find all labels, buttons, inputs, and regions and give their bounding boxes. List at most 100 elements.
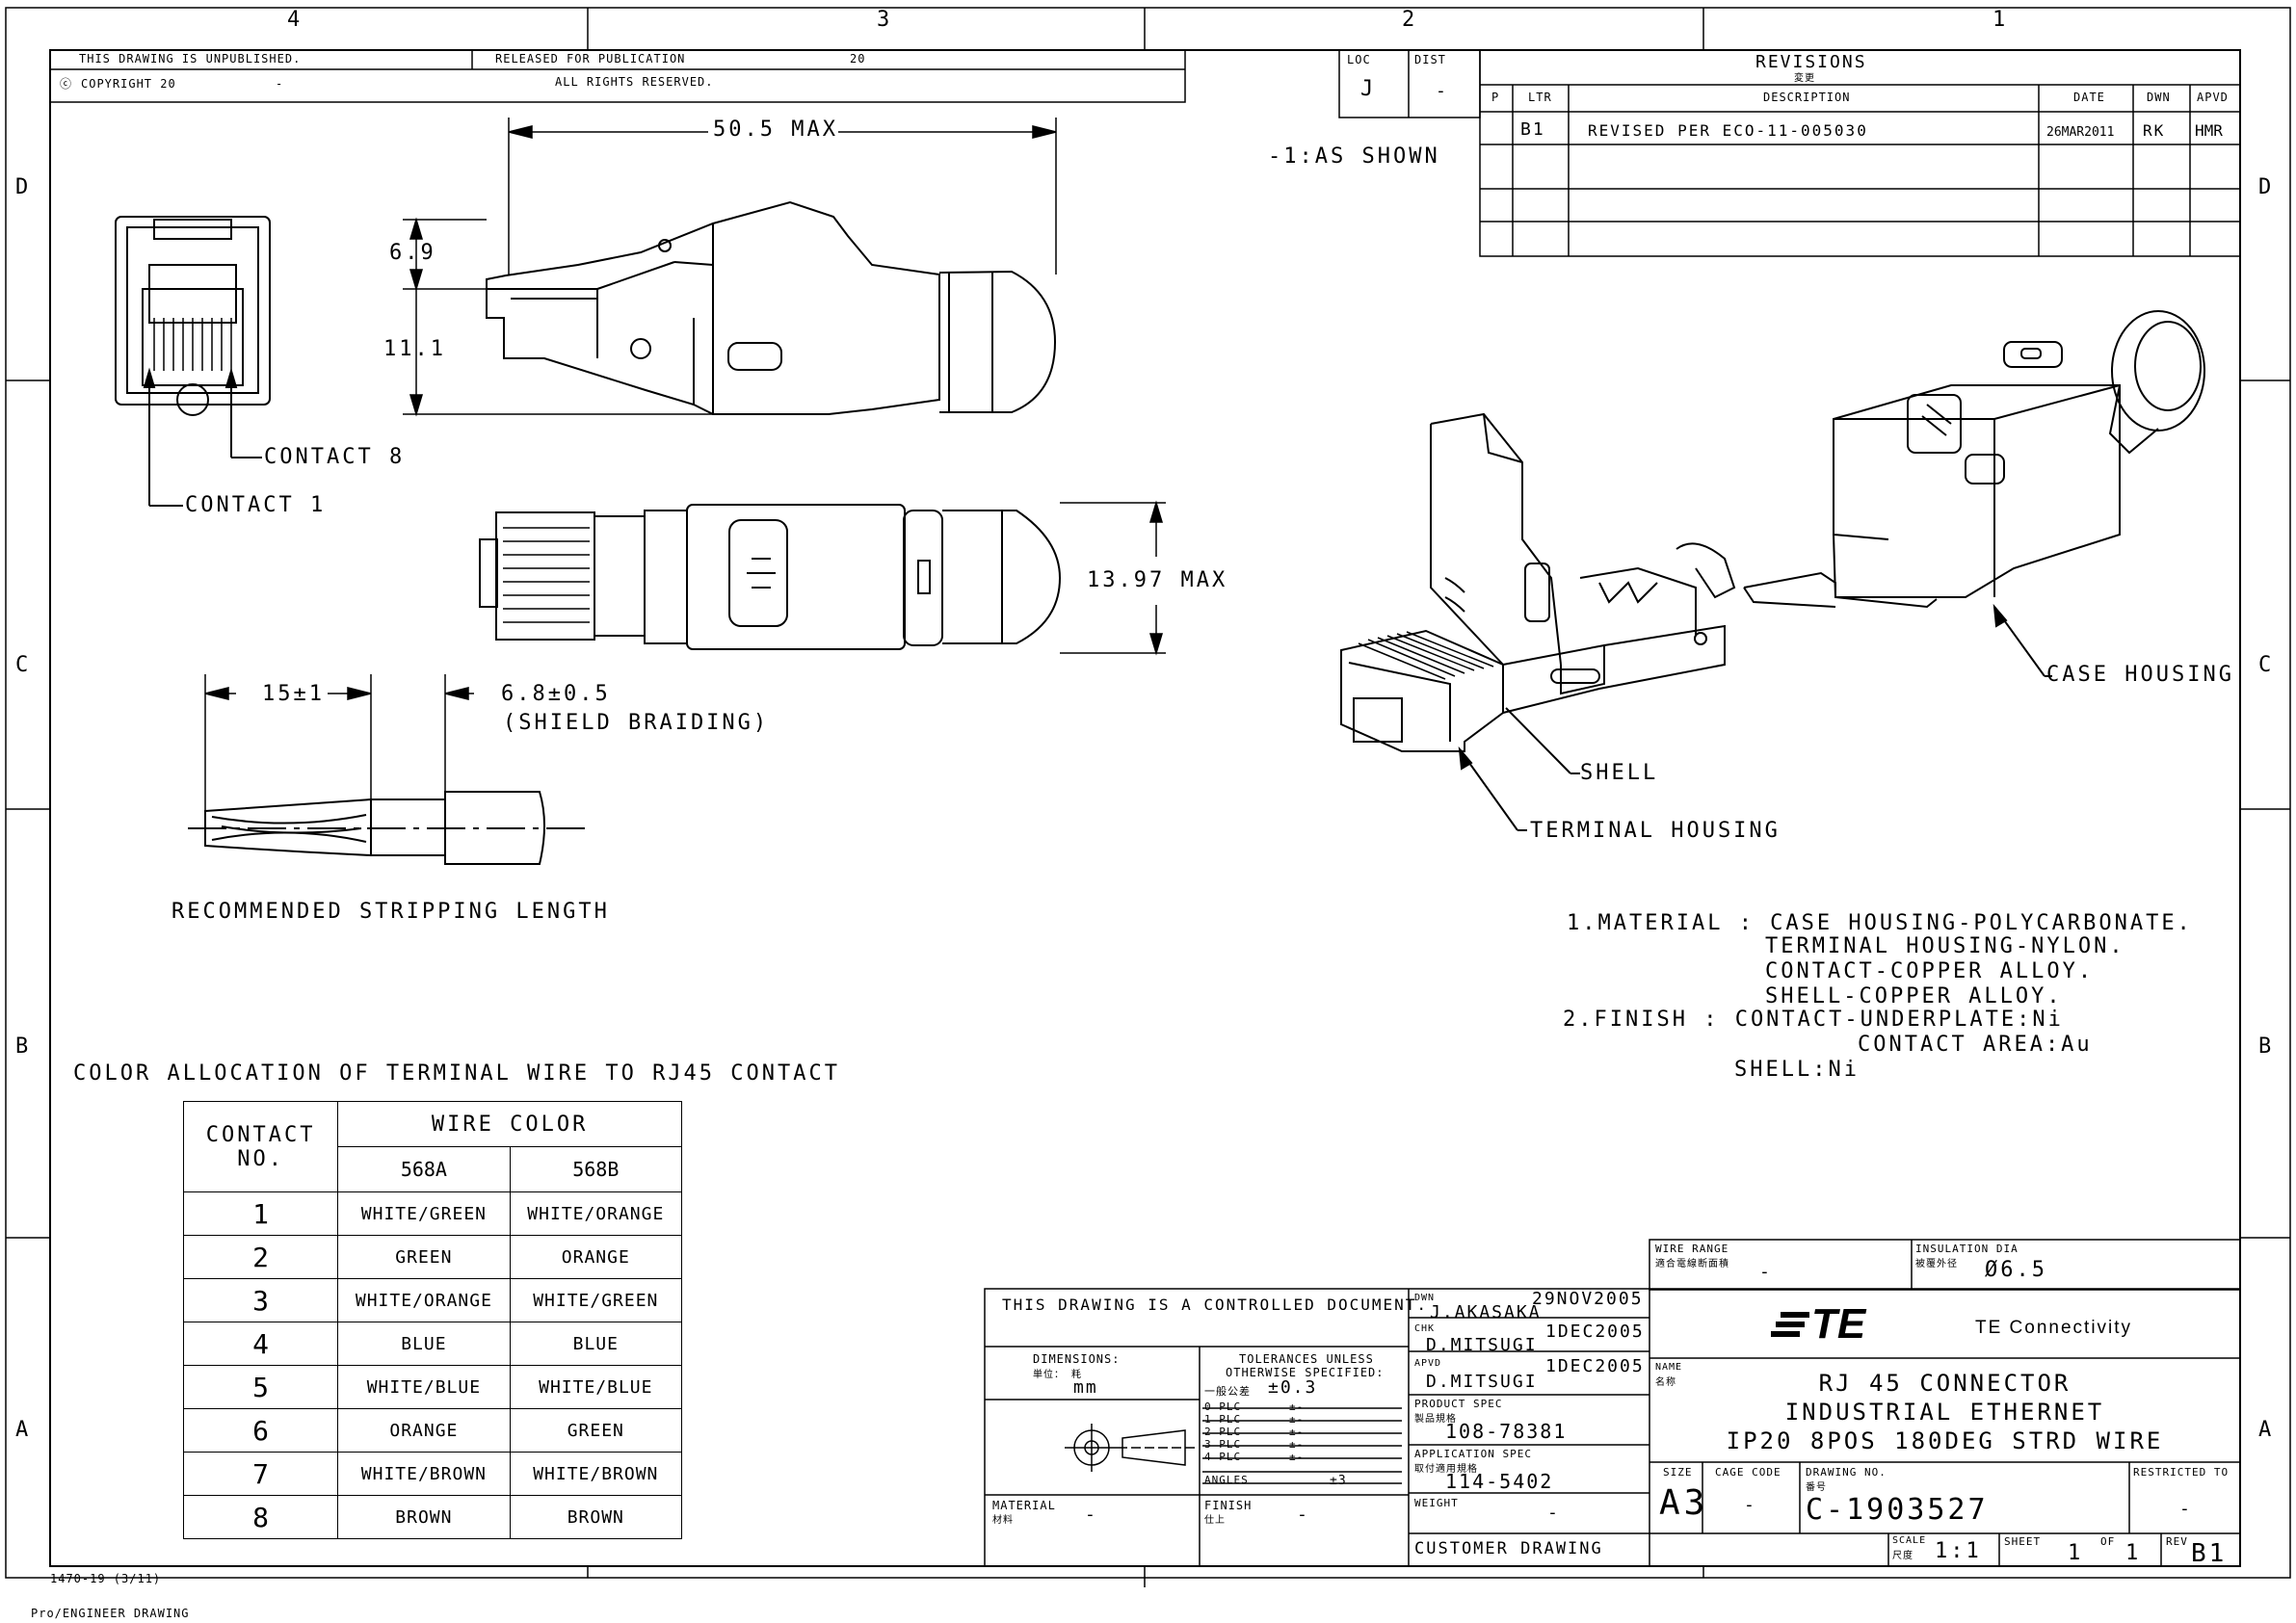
zone-label-top-2: 2	[1402, 8, 1418, 32]
dim-h1: 6.9	[389, 241, 436, 265]
scale-label: SCALE	[1892, 1535, 1927, 1546]
zone-label-right-C: C	[2258, 653, 2275, 677]
angles-label: ANGLES	[1204, 1474, 1249, 1486]
rev-label: REV	[2166, 1535, 2188, 1548]
zone-label-left-D: D	[15, 175, 32, 199]
note-terminal-housing: TERMINAL HOUSING-NYLON.	[1765, 934, 2125, 958]
isometric-view	[1340, 310, 2205, 831]
zone-label-top-1: 1	[1993, 8, 2009, 32]
wire-color-568b: WHITE/BROWN	[509, 1452, 683, 1496]
part-name-line-3: IP20 8POS 180DEG STRD WIRE	[1726, 1427, 2164, 1454]
apvd-name: D.MITSUGI	[1426, 1372, 1538, 1392]
note-contact-area: CONTACT AREA:Au	[1858, 1033, 2093, 1057]
part-name-line-2: INDUSTRIAL ETHERNET	[1784, 1399, 2105, 1426]
note-contact: CONTACT-COPPER ALLOY.	[1765, 959, 2095, 983]
tolerance-general: ±0.3	[1268, 1377, 1318, 1398]
apvd-date: 1DEC2005	[1545, 1356, 1645, 1376]
front-view	[115, 216, 271, 507]
te-logo: TE	[1811, 1300, 1866, 1348]
wire-color-568b: WHITE/ORANGE	[509, 1191, 683, 1236]
restricted-value: -	[2179, 1499, 2192, 1519]
tolerance-general-cn: 一般公差	[1204, 1385, 1251, 1398]
dim-width: 13.97 MAX	[1087, 568, 1228, 592]
wire-color-568a: ORANGE	[337, 1408, 511, 1453]
callout-case-housing: CASE HOUSING	[2046, 663, 2234, 687]
of-value: 1	[2125, 1541, 2142, 1565]
drawing-no-label: DRAWING NO.	[1806, 1466, 1887, 1479]
drawing-no-cn: 番号	[1806, 1482, 1827, 1493]
finish-label: FINISH	[1204, 1499, 1253, 1512]
scale-cn: 尺度	[1892, 1551, 1913, 1561]
tol-pm-3: ±-	[1289, 1438, 1305, 1451]
dwn-label: DWN	[1414, 1293, 1436, 1303]
tol-row-4: 4 PLC	[1204, 1451, 1242, 1463]
wire-color-568a: WHITE/GREEN	[337, 1191, 511, 1236]
material-value: -	[1085, 1505, 1097, 1525]
dist-label: DIST	[1414, 53, 1446, 66]
tolerance-label-2: OTHERWISE SPECIFIED:	[1226, 1366, 1385, 1379]
contact-no: 6	[182, 1408, 339, 1453]
note-shell-ni: SHELL:Ni	[1734, 1058, 1860, 1082]
wire-range-cn: 適合電線断面積	[1655, 1259, 1729, 1270]
sheet-value: 1	[2068, 1541, 2084, 1565]
copyright-dash: -	[276, 77, 284, 91]
contact-no: 1	[182, 1191, 339, 1236]
callout-contact-8: CONTACT 8	[264, 445, 406, 469]
color-table-head-contact: CONTACT NO.	[182, 1101, 339, 1192]
released-note: RELEASED FOR PUBLICATION	[495, 52, 686, 65]
customer-drawing: CUSTOMER DRAWING	[1414, 1539, 1603, 1558]
part-name-line-1: RJ 45 CONNECTOR	[1818, 1370, 2072, 1397]
header-box	[49, 49, 1186, 103]
product-spec-cn: 製品規格	[1414, 1414, 1457, 1425]
revisions-title-cn: 変更	[1794, 73, 1815, 84]
loc-value: J	[1360, 77, 1377, 101]
copyright-note: COPYRIGHT 20	[81, 77, 176, 91]
released-year: 20	[850, 52, 866, 65]
color-table-head-color: WIRE COLOR	[337, 1101, 682, 1147]
rights-note: ALL RIGHTS RESERVED.	[555, 75, 714, 89]
chk-label: CHK	[1414, 1323, 1436, 1334]
variant-note: -1:AS SHOWN	[1268, 144, 1440, 169]
note-shell: SHELL-COPPER ALLOY.	[1765, 984, 2063, 1008]
contact-no: 5	[182, 1365, 339, 1409]
rev-col-apvd: APVD	[2197, 91, 2229, 104]
wire-range-label: WIRE RANGE	[1655, 1243, 1729, 1255]
material-label: MATERIAL	[992, 1499, 1056, 1512]
wire-color-568b: WHITE/BLUE	[509, 1365, 683, 1409]
controlled-note: THIS DRAWING IS A CONTROLLED DOCUMENT.	[1002, 1296, 1429, 1314]
wire-color-568a: GREEN	[337, 1235, 511, 1279]
revisions-title: REVISIONS	[1755, 52, 1867, 72]
dimensions-label: DIMENSIONS:	[1033, 1352, 1121, 1366]
zone-label-right-A: A	[2258, 1418, 2275, 1442]
top-view	[479, 504, 1062, 650]
copyright-symbol-icon: ⓒ	[60, 77, 73, 91]
contact-no: 7	[182, 1452, 339, 1496]
strip-caption: RECOMMENDED STRIPPING LENGTH	[172, 900, 610, 924]
chk-name: D.MITSUGI	[1426, 1335, 1538, 1355]
note-material: 1.MATERIAL : CASE HOUSING-POLYCARBONATE.	[1567, 911, 2193, 935]
material-cn: 材料	[992, 1515, 1014, 1526]
app-spec-cn: 取付適用規格	[1414, 1464, 1478, 1475]
rev-row-date: 26MAR2011	[2046, 125, 2115, 140]
wire-color-568a: WHITE/BLUE	[337, 1365, 511, 1409]
dwn-name: J.AKASAKA	[1430, 1302, 1542, 1322]
callout-shell: SHELL	[1580, 761, 1659, 785]
stripped-wire	[188, 791, 593, 865]
tol-pm-2: ±-	[1289, 1426, 1305, 1438]
angles-value: ±3	[1330, 1474, 1347, 1488]
zone-label-right-D: D	[2258, 175, 2275, 199]
color-table-title: COLOR ALLOCATION OF TERMINAL WIRE TO RJ4…	[73, 1061, 841, 1086]
tol-row-2: 2 PLC	[1204, 1426, 1242, 1438]
cage-code-label: CAGE CODE	[1715, 1466, 1781, 1479]
tol-row-1: 1 PLC	[1204, 1413, 1242, 1426]
rev-col-date: DATE	[2073, 91, 2105, 104]
dim-shield-note: (SHIELD BRAIDING)	[503, 711, 770, 735]
size-label: SIZE	[1663, 1466, 1693, 1479]
contact-no: 4	[182, 1322, 339, 1366]
zone-label-left-A: A	[15, 1418, 32, 1442]
contact-no: 3	[182, 1278, 339, 1322]
rev-col-dwn: DWN	[2147, 91, 2171, 104]
dim-strip: 15±1	[262, 682, 325, 706]
